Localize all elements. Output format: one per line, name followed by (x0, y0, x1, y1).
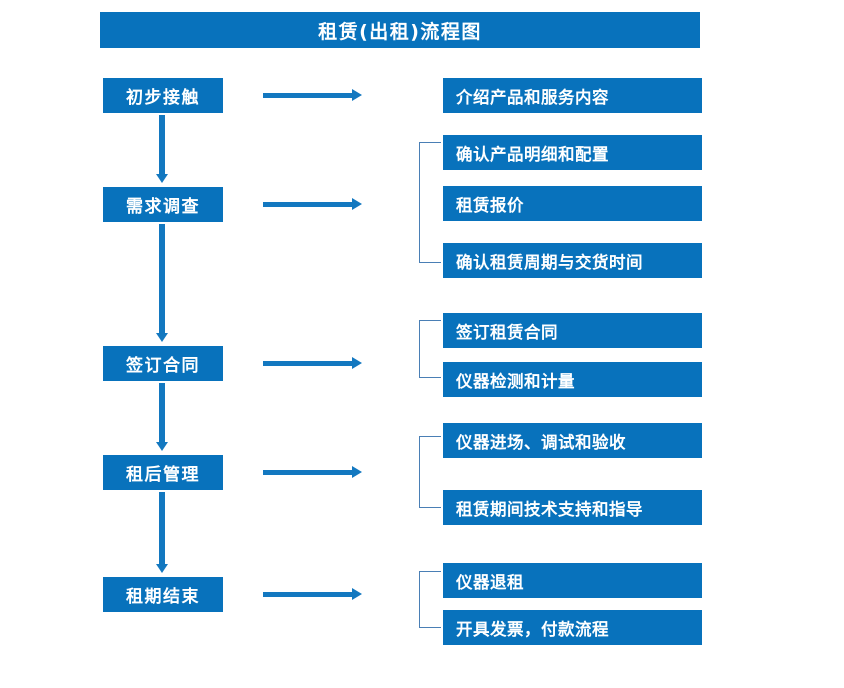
group-bracket (419, 320, 441, 378)
task-box[interactable]: 仪器进场、调试和验收 (443, 423, 702, 458)
stage-box[interactable]: 签订合同 (103, 346, 223, 381)
arrow-head-icon (352, 357, 362, 369)
arrow-shaft (263, 361, 353, 366)
group-bracket (419, 142, 441, 263)
flowchart-title: 租赁(出租)流程图 (100, 12, 700, 48)
task-box[interactable]: 仪器检测和计量 (443, 362, 702, 397)
arrow-head-icon (352, 89, 362, 101)
arrow-shaft (263, 470, 353, 475)
horizontal-flow-arrow (263, 466, 362, 478)
horizontal-flow-arrow (263, 588, 362, 600)
arrow-shaft (263, 202, 353, 207)
horizontal-flow-arrow (263, 357, 362, 369)
task-box[interactable]: 仪器退租 (443, 563, 702, 598)
stage-box[interactable]: 租后管理 (103, 455, 223, 490)
arrow-head-icon (352, 588, 362, 600)
arrow-shaft (263, 93, 353, 98)
vertical-flow-arrow (156, 383, 168, 451)
group-bracket (419, 436, 441, 508)
task-box[interactable]: 签订租赁合同 (443, 313, 702, 348)
stage-box[interactable]: 初步接触 (103, 78, 223, 113)
arrow-shaft (159, 115, 165, 174)
vertical-flow-arrow (156, 115, 168, 183)
stage-box[interactable]: 租期结束 (103, 577, 223, 612)
arrow-head-icon (352, 466, 362, 478)
horizontal-flow-arrow (263, 198, 362, 210)
task-box[interactable]: 确认产品明细和配置 (443, 135, 702, 170)
arrow-shaft (263, 592, 353, 597)
task-box[interactable]: 开具发票，付款流程 (443, 610, 702, 645)
group-bracket (419, 571, 441, 628)
task-box[interactable]: 确认租赁周期与交货时间 (443, 243, 702, 278)
task-box[interactable]: 租赁期间技术支持和指导 (443, 490, 702, 525)
horizontal-flow-arrow (263, 89, 362, 101)
arrow-head-icon (156, 442, 168, 451)
arrow-head-icon (352, 198, 362, 210)
arrow-shaft (159, 383, 165, 442)
stage-box[interactable]: 需求调查 (103, 187, 223, 222)
arrow-head-icon (156, 564, 168, 573)
vertical-flow-arrow (156, 492, 168, 573)
arrow-head-icon (156, 333, 168, 342)
arrow-head-icon (156, 174, 168, 183)
vertical-flow-arrow (156, 224, 168, 342)
task-box[interactable]: 介绍产品和服务内容 (443, 78, 702, 113)
arrow-shaft (159, 224, 165, 333)
task-box[interactable]: 租赁报价 (443, 186, 702, 221)
arrow-shaft (159, 492, 165, 564)
